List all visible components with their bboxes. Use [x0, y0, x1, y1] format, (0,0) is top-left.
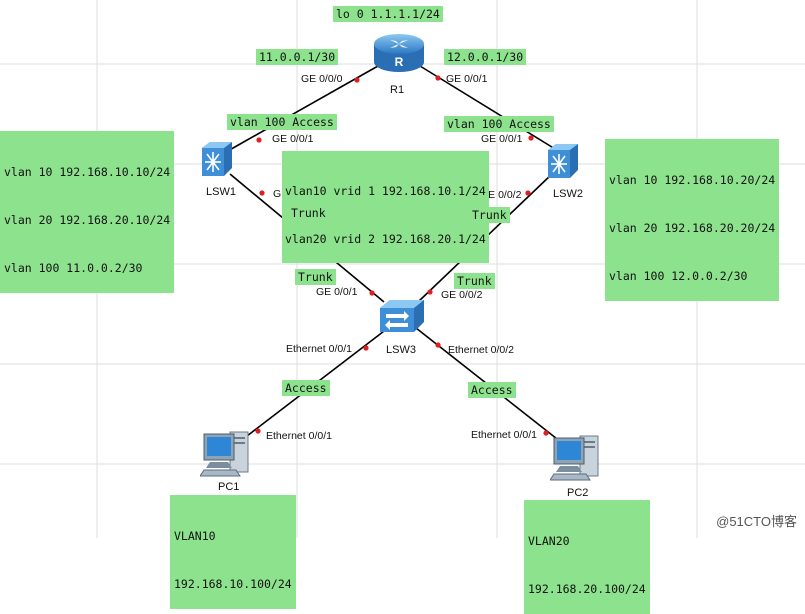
port-label: Ethernet 0/0/1: [471, 429, 537, 441]
port-label: GE 0/0/0: [301, 73, 343, 85]
port-label: Ethernet 0/0/1: [266, 430, 332, 442]
port-label: GE 0/0/1: [446, 73, 488, 85]
lsw1-vlan-line: vlan 10 192.168.10.10/24: [4, 165, 171, 179]
port-label: GE 0/0/2: [441, 289, 483, 301]
port-dot: [369, 290, 375, 296]
port-dot: [259, 190, 265, 196]
port-dot: [543, 430, 549, 436]
port-label: GE 0/0/2: [480, 189, 522, 201]
lsw2-uplink-label: vlan 100 Access: [444, 116, 554, 132]
trunk-label: Trunk: [288, 205, 329, 221]
l3-switch-icon[interactable]: [544, 142, 580, 180]
pc-icon[interactable]: [200, 428, 254, 480]
port-dot: [528, 135, 534, 141]
port-label: GE 0/0/1: [316, 286, 358, 298]
r1-g000-ip-label: 11.0.0.1/30: [256, 49, 339, 65]
link-r1-lsw2: [419, 65, 561, 153]
l2-switch-icon[interactable]: [378, 296, 426, 336]
port-dot: [427, 289, 433, 295]
lsw2-vlan-line: vlan 10 192.168.10.20/24: [609, 173, 776, 187]
l3-switch-icon[interactable]: [198, 140, 234, 178]
access-label: Access: [468, 382, 516, 398]
port-label: Ethernet 0/0/2: [448, 344, 514, 356]
trunk-label: Trunk: [295, 269, 336, 285]
device-name-lsw3: LSW3: [386, 344, 416, 356]
r1-g001-ip-label: 12.0.0.1/30: [444, 49, 527, 65]
pc2-info: VLAN20 192.168.20.100/24: [524, 500, 650, 614]
vrrp-line: vlan20 vrid 2 192.168.20.1/24: [285, 232, 486, 246]
pc2-vlan: VLAN20: [528, 534, 570, 548]
lsw2-vlan-line: vlan 20 192.168.20.20/24: [609, 221, 776, 235]
lsw1-vlan-config: vlan 10 192.168.10.10/24 vlan 20 192.168…: [0, 131, 175, 293]
pc1-vlan: VLAN10: [174, 529, 216, 543]
access-label: Access: [282, 380, 330, 396]
lsw2-vlan-config: vlan 10 192.168.10.20/24 vlan 20 192.168…: [605, 139, 780, 301]
pc2-ip: 192.168.20.100/24: [528, 582, 646, 596]
port-dot: [256, 137, 262, 143]
link-r1-lsw1: [225, 65, 379, 153]
pc1-ip: 192.168.10.100/24: [174, 577, 292, 591]
device-name-pc2: PC2: [567, 487, 589, 499]
r1-loopback-label: lo 0 1.1.1.1/24: [333, 6, 443, 22]
trunk-label: Trunk: [454, 273, 495, 289]
svg-text:R: R: [395, 55, 404, 69]
port-dot: [435, 75, 441, 81]
watermark: @51CTO博客: [716, 514, 797, 529]
router-icon[interactable]: R: [372, 32, 426, 76]
lsw1-vlan-line: vlan 20 192.168.20.10/24: [4, 213, 171, 227]
device-name-pc1: PC1: [218, 481, 240, 493]
trunk-label: Trunk: [469, 207, 510, 223]
port-label: GE 0/0/1: [272, 133, 314, 145]
port-dot: [255, 428, 261, 434]
port-dot: [363, 345, 369, 351]
lsw1-vlan-line: vlan 100 11.0.0.2/30: [4, 261, 143, 275]
pc1-info: VLAN10 192.168.10.100/24: [170, 495, 296, 609]
pc-icon[interactable]: [550, 432, 604, 484]
port-dot: [354, 77, 360, 83]
port-dot: [525, 190, 531, 196]
port-label: Ethernet 0/0/1: [286, 343, 352, 355]
device-name-lsw1: LSW1: [206, 186, 236, 198]
vrrp-line: vlan10 vrid 1 192.168.10.1/24: [285, 184, 486, 198]
device-name-lsw2: LSW2: [553, 188, 583, 200]
lsw2-vlan-line: vlan 100 12.0.0.2/30: [609, 269, 748, 283]
lsw1-uplink-label: vlan 100 Access: [227, 114, 337, 130]
port-label: GE 0/0/1: [481, 133, 523, 145]
port-dot: [435, 342, 441, 348]
device-name-r1: R1: [390, 84, 405, 96]
